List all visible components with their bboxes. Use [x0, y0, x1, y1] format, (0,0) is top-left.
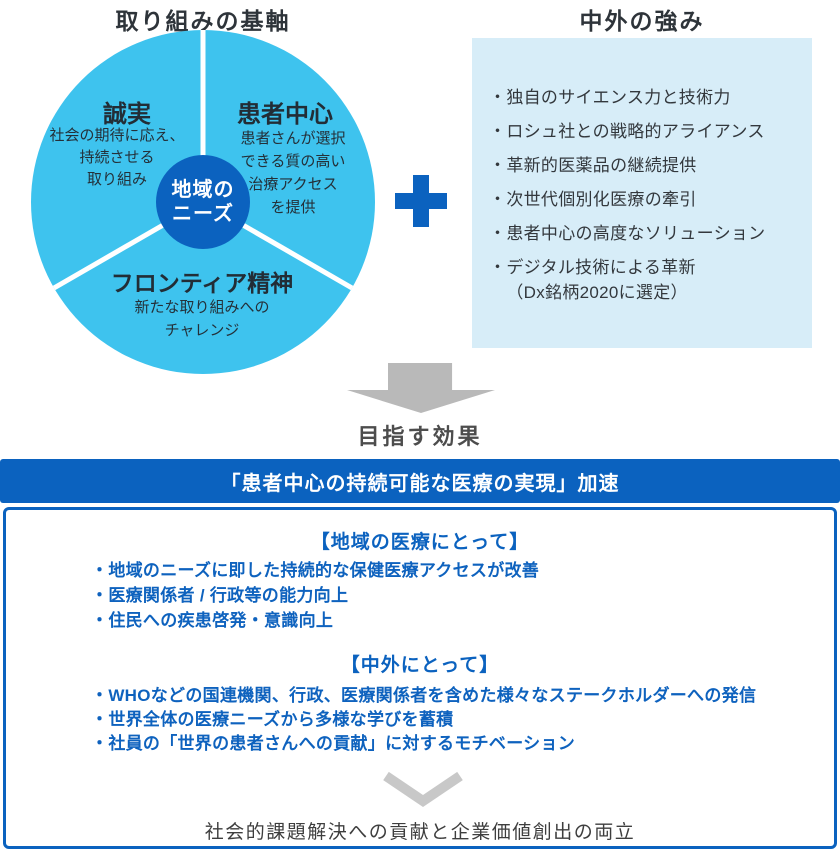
list-item-label: 地域のニーズに即した持続的な保健医療アクセスが改善: [108, 561, 540, 580]
foundation-circle-diagram: 誠実 社会の期待に応え、 持続させる 取り組み 患者中心 患者さんが選択 できる…: [31, 30, 375, 374]
segment-frontier-title: フロンティア精神: [110, 270, 294, 296]
strength-item-label: デジタル技術による革新 （Dx銘柄2020に選定）: [506, 258, 696, 302]
bullet-icon: ・: [489, 156, 507, 175]
strengths-heading: 中外の強み: [579, 8, 705, 34]
bullet-icon: ・: [489, 190, 507, 209]
list-item: ・ WHOなどの国連機関、行政、医療関係者を含めた様々なステークホルダーへの発信: [91, 684, 756, 708]
strength-item-label: 独自のサイエンス力と技術力: [506, 88, 731, 107]
list-item-label: WHOなどの国連機関、行政、医療関係者を含めた様々なステークホルダーへの発信: [108, 686, 757, 705]
segment-integrity-title: 誠実: [103, 101, 151, 128]
bullet-icon: ・: [489, 258, 507, 277]
list-item-label: 世界全体の医療ニーズから多様な学びを蓄積: [108, 710, 454, 729]
chugai-section-title: 【中外にとって】: [340, 655, 500, 676]
bullet-icon: ・: [489, 122, 507, 141]
bullet-icon: ・: [91, 611, 109, 630]
effects-heading: 目指す効果: [357, 424, 483, 449]
segment-frontier-body: 新たな取り組みへの チャレンジ: [134, 299, 270, 339]
result-banner: 「患者中心の持続可能な医療の実現」加速: [0, 459, 840, 503]
effects-box: 【地域の医療にとって】 ・ 地域のニーズに即した持続的な保健医療アクセスが改善 …: [3, 507, 837, 849]
list-item: ・ 住民への疾患啓発・意識向上: [91, 608, 539, 633]
bullet-icon: ・: [489, 88, 507, 107]
strength-item: ・ 革新的医薬品の継続提供: [489, 153, 802, 178]
list-item: ・ 地域のニーズに即した持続的な保健医療アクセスが改善: [91, 558, 539, 583]
chevron-down-icon: [380, 771, 470, 811]
regional-care-list: ・ 地域のニーズに即した持続的な保健医療アクセスが改善 ・ 医療関係者 / 行政…: [91, 558, 539, 633]
strength-item-label: 次世代個別化医療の牽引: [506, 190, 697, 209]
center-needs-badge: 地域の ニーズ: [171, 179, 235, 225]
strength-item-label: ロシュ社との戦略的アライアンス: [506, 122, 765, 141]
strength-item-label: 患者中心の高度なソリューション: [506, 224, 766, 243]
list-item-label: 医療関係者 / 行政等の能力向上: [108, 586, 349, 605]
list-item-label: 社員の「世界の患者さんへの貢献」に対するモチベーション: [108, 734, 576, 753]
strength-item: ・ 次世代個別化医療の牽引: [489, 187, 802, 212]
list-item: ・ 医療関係者 / 行政等の能力向上: [91, 583, 539, 608]
bullet-icon: ・: [91, 734, 109, 753]
bullet-icon: ・: [91, 710, 109, 729]
segment-patient-body: 患者さんが選択 できる質の高い 治療アクセス を提供: [240, 130, 346, 216]
list-item-label: 住民への疾患啓発・意識向上: [108, 611, 334, 630]
result-banner-label: 「患者中心の持続可能な医療の実現」加速: [220, 472, 620, 495]
strength-item: ・ デジタル技術による革新 （Dx銘柄2020に選定）: [489, 255, 802, 305]
circle-shapes-svg: [31, 30, 375, 374]
list-item: ・ 世界全体の医療ニーズから多様な学びを蓄積: [91, 708, 756, 732]
bullet-icon: ・: [91, 586, 109, 605]
regional-care-section-title: 【地域の医療にとって】: [310, 532, 530, 553]
bullet-icon: ・: [91, 561, 109, 580]
bullet-icon: ・: [489, 224, 507, 243]
strength-item: ・ 患者中心の高度なソリューション: [489, 221, 802, 246]
bullet-icon: ・: [91, 686, 109, 705]
list-item: ・ 社員の「世界の患者さんへの貢献」に対するモチベーション: [91, 732, 756, 756]
strengths-box: ・ 独自のサイエンス力と技術力 ・ ロシュ社との戦略的アライアンス ・ 革新的医…: [472, 38, 812, 348]
strength-item-label: 革新的医薬品の継続提供: [506, 156, 697, 175]
chugai-list: ・ WHOなどの国連機関、行政、医療関係者を含めた様々なステークホルダーへの発信…: [91, 684, 756, 756]
plus-icon: [395, 175, 447, 227]
segment-integrity-body: 社会の期待に応え、 持続させる 取り組み: [49, 127, 185, 188]
strength-item: ・ ロシュ社との戦略的アライアンス: [489, 119, 802, 144]
segment-patient-title: 患者中心: [237, 101, 333, 128]
conclusion-text: 社会的課題解決への貢献と企業価値創出の両立: [204, 822, 636, 843]
foundation-heading: 取り組みの基軸: [115, 8, 291, 34]
strength-item: ・ 独自のサイエンス力と技術力: [489, 85, 802, 110]
